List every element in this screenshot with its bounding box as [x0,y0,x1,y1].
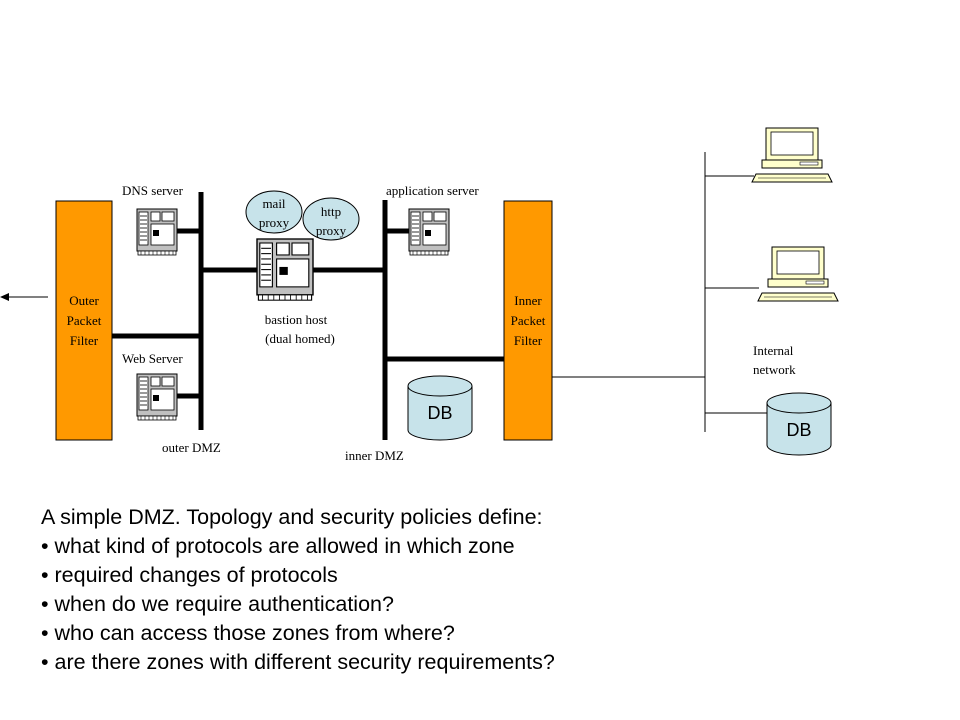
outside-arrowhead [0,293,9,301]
inner-dmz-label: inner DMZ [345,448,404,463]
app-server-icon [408,208,450,256]
internal-db-label: DB [786,420,811,440]
dmz-database-icon [407,375,473,441]
inner-filter-label-2: Packet [511,313,546,328]
caption-bullet: • who can access those zones from where? [41,621,455,645]
inner-filter-label-3: Filter [514,333,543,348]
caption-bullet: • required changes of protocols [41,563,338,587]
outer-filter-label-3: Filter [70,333,99,348]
dmz-diagram: Outer Packet Filter DNS server Web Serve… [0,127,839,463]
caption-bullet: • are there zones with different securit… [41,650,555,674]
caption-title: A simple DMZ. Topology and security poli… [41,505,543,529]
http-proxy-label-2: proxy [316,223,347,238]
mail-proxy-label-1: mail [262,196,285,211]
caption: A simple DMZ. Topology and security poli… [41,503,921,677]
caption-bullet: • when do we require authentication? [41,592,394,616]
app-server-label: application server [386,183,479,198]
bastion-label-1: bastion host [265,312,328,327]
http-proxy-label-1: http [321,204,341,219]
outer-dmz-label: outer DMZ [162,440,221,455]
dns-server-label: DNS server [122,183,184,198]
mail-proxy-label-2: proxy [259,215,290,230]
inner-filter-label-1: Inner [514,293,542,308]
inner-packet-filter [503,200,553,441]
caption-bullet: • what kind of protocols are allowed in … [41,534,515,558]
workstation-icon [757,246,839,302]
bastion-host-icon [256,238,314,301]
http-proxy-bubble [302,197,360,241]
internal-network-label-1: Internal [753,343,794,358]
outer-packet-filter [55,200,113,441]
mail-proxy-bubble [245,190,303,234]
web-server-label: Web Server [122,351,183,366]
internal-network-label-2: network [753,362,796,377]
outer-filter-label-2: Packet [67,313,102,328]
workstation-icon [751,127,833,183]
dmz-db-label: DB [427,403,452,423]
outer-filter-label-1: Outer [69,293,99,308]
bastion-label-2: (dual homed) [265,331,335,346]
dns-server-icon [136,208,178,256]
internal-database-icon [766,392,832,456]
web-server-icon [136,373,178,421]
